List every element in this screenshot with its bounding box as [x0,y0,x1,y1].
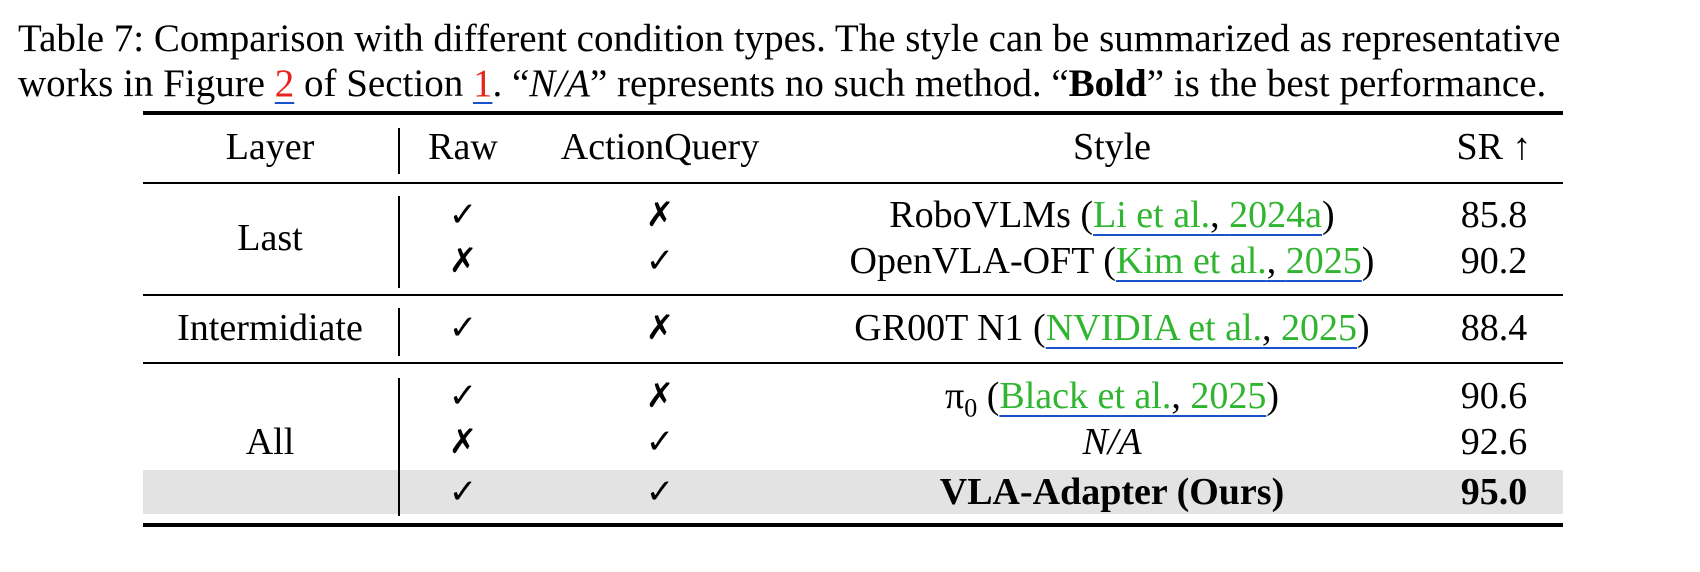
citation-link[interactable]: Black et al. [999,375,1172,417]
caption-na: N/A [529,62,590,105]
sr-value: 90.2 [1460,240,1528,282]
style-text: GR00T N1 ( [854,307,1046,349]
action-query-mark: ✓ [645,241,675,281]
vline-intermediate [398,308,400,356]
style-text: ( [977,375,1000,417]
action-query-mark: ✓ [645,422,675,462]
caption-line-1: Table 7: Comparison with different condi… [18,16,1688,61]
style-na: N/A [1082,421,1142,463]
caption-text: . “ [492,62,530,105]
raw-mark: ✓ [448,195,478,235]
highlight-row-bg [143,470,1563,514]
style-text: OpenVLA-OFT ( [849,240,1116,282]
sr-value: 88.4 [1460,307,1528,349]
style-text: , [1266,240,1286,282]
table-caption: Table 7: Comparison with different condi… [18,16,1688,106]
raw-mark: ✓ [448,376,478,416]
pi-symbol: π [945,375,965,417]
raw-mark: ✓ [448,472,478,512]
header-rule [143,182,1563,184]
style-text: ) [1361,240,1375,282]
header-style: Style [1072,126,1152,168]
action-query-mark: ✓ [645,472,675,512]
sr-value: 85.8 [1460,194,1528,236]
group-label-all: All [245,421,295,463]
vline-header [398,128,400,174]
style-ours: VLA-Adapter (Ours) [939,471,1285,513]
caption-text: Table 7: Comparison with different condi… [18,17,1561,60]
style-cell: OpenVLA-OFT (Kim et al., 2025) [850,239,1375,283]
raw-mark: ✓ [448,308,478,348]
caption-text: ” represents no such method. “ [589,62,1069,105]
sr-value: 90.6 [1460,375,1528,417]
style-cell: RoboVLMs (Li et al., 2024a) [889,193,1334,237]
group-rule-1 [143,294,1563,296]
citation-link[interactable]: Li et al. [1093,194,1211,236]
raw-mark: ✗ [448,241,478,281]
group-label-intermediate: Intermidiate [177,307,363,349]
bottom-rule [143,523,1563,527]
style-cell: GR00T N1 (NVIDIA et al., 2025) [854,306,1369,350]
style-text: ) [1322,194,1335,236]
style-text: ) [1266,375,1279,417]
header-layer: Layer [225,126,315,168]
caption-text: works in Figure [18,62,275,105]
caption-text: of Section [294,62,473,105]
caption-bold: Bold [1068,62,1147,105]
style-text: RoboVLMs ( [889,194,1094,236]
style-text: , [1171,375,1191,417]
action-query-mark: ✗ [645,308,675,348]
section-ref-link[interactable]: 1 [472,62,493,105]
style-text: , [1210,194,1230,236]
caption-line-2: works in Figure 2 of Section 1. “N/A” re… [18,61,1688,106]
action-query-mark: ✗ [645,195,675,235]
sr-value: 92.6 [1460,421,1528,463]
style-cell: π0 (Black et al., 2025) [945,374,1279,431]
raw-mark: ✗ [448,422,478,462]
action-query-mark: ✗ [645,376,675,416]
figure-ref-link[interactable]: 2 [274,62,295,105]
style-text: , [1262,307,1282,349]
citation-year-link[interactable]: 2025 [1285,240,1362,282]
citation-year-link[interactable]: 2025 [1190,375,1267,417]
group-rule-2 [143,362,1563,364]
citation-link[interactable]: NVIDIA et al. [1045,307,1263,349]
top-rule [143,111,1563,115]
group-label-last: Last [237,217,303,259]
citation-link[interactable]: Kim et al. [1115,240,1267,282]
vline-last [398,196,400,288]
header-raw: Raw [428,126,498,168]
citation-year-link[interactable]: 2025 [1281,307,1358,349]
caption-text: ” is the best performance. [1146,62,1547,105]
style-text: ) [1357,307,1370,349]
header-action-query: ActionQuery [560,126,760,168]
sr-value-best: 95.0 [1460,471,1528,513]
citation-year-link[interactable]: 2024a [1229,194,1323,236]
vline-all [398,378,400,516]
pi-subscript: 0 [964,393,978,423]
header-sr: SR ↑ [1456,126,1532,168]
